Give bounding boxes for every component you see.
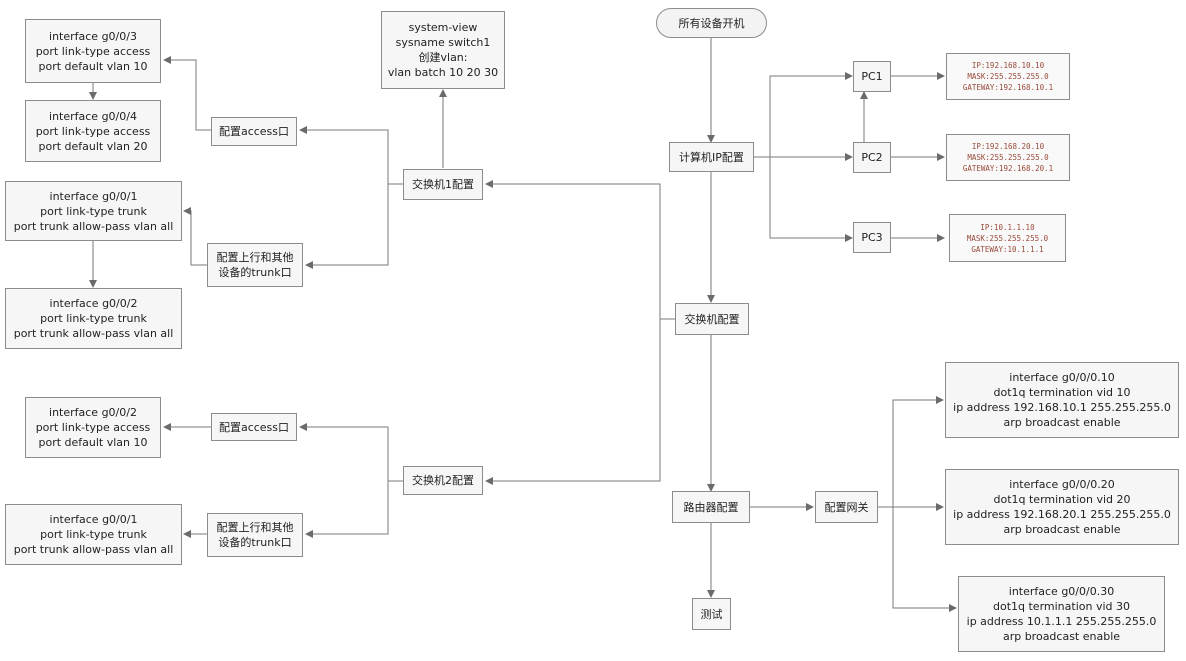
node-text-line: interface g0/0/0.30 [1008,585,1115,598]
switch1-interface-g0-0-2: interface g0/0/2 port link-type trunk port… [5,288,182,349]
node-text-line: interface g0/0/0.20 [1009,478,1115,491]
node-text-line: interface g0/0/0.10 [1009,371,1115,384]
node-text-line: port trunk allow-pass vlan all [13,327,174,340]
node-text-line: arp broadcast enable [1002,630,1121,643]
node-text-line: 交换机1配置 [412,178,474,191]
node-text-line: port link-type access [35,421,151,434]
node-text-line: port default vlan 10 [38,59,148,73]
node-text-line: MASK:255.255.255.0 [967,72,1049,81]
node-text-line: MASK:255.255.255.0 [967,153,1049,162]
gateway-config-node: 配置网关 [815,491,878,523]
switch1-config-node: 交换机1配置 [403,169,483,200]
node-text-line: 配置上行和其他 [216,251,294,264]
switch1-access-port-node: 配置access口 [211,117,297,146]
node-text-line: 测试 [700,607,723,621]
node-text-line: PC1 [861,70,883,83]
pc3-node: PC3 [853,222,891,253]
node-text-line: IP:192.168.20.10 [971,142,1045,151]
node-text-line: port link-type trunk [40,204,147,218]
node-text-line: port default vlan 20 [38,139,148,153]
node-text-line: ip address 192.168.20.1 255.255.255.0 [953,508,1171,521]
subinterface-10-config: interface g0/0/0.10 dot1q termination vid… [945,362,1179,438]
node-text-line: 配置access口 [218,420,290,434]
node-text-line: interface g0/0/1 [49,513,138,526]
node-text-line: port trunk allow-pass vlan all [13,543,174,556]
switch2-config-node: 交换机2配置 [403,466,483,495]
node-text-line: interface g0/0/4 [49,109,137,123]
node-text-line: sysname switch1 [395,36,491,49]
node-text-line: 交换机2配置 [412,474,474,487]
test-node: 测试 [692,598,731,630]
node-text-line: dot1q termination vid 30 [992,600,1130,613]
subinterface-20-config: interface g0/0/0.20 dot1q termination vid… [945,469,1179,545]
switch-config-node: 交换机配置 [675,303,749,335]
switch2-trunk-port-node: 配置上行和其他设备的trunk口 [207,513,303,557]
switch1-trunk-port-node: 配置上行和其他设备的trunk口 [207,243,303,287]
node-text-line: MASK:255.255.255.0 [966,233,1049,243]
node-text-line: interface g0/0/3 [49,29,137,43]
node-text-line: dot1q termination vid 10 [993,386,1131,399]
node-text-line: system-view [408,21,478,34]
node-text-line: 路由器配置 [683,500,739,514]
node-text-line: 配置access口 [218,125,290,138]
node-text-line: port link-type trunk [40,312,147,325]
start-node: 所有设备开机 [656,8,767,38]
node-text-line: 设备的trunk口 [218,266,292,279]
node-text-line: GATEWAY:192.168.20.1 [962,164,1054,173]
pc2-node: PC2 [853,142,891,173]
node-text-line: PC3 [861,231,883,244]
switch2-interface-g0-0-1: interface g0/0/1 port link-type trunk port… [5,504,182,565]
node-text-line: arp broadcast enable [1003,416,1121,429]
node-text-line: 交换机配置 [684,312,740,326]
node-text-line: GATEWAY:10.1.1.1 [971,244,1044,254]
switch2-interface-g0-0-2: interface g0/0/2 port link-type access por… [25,397,161,458]
node-text-line: 所有设备开机 [678,16,745,30]
node-text-line: GATEWAY:192.168.10.1 [962,83,1054,92]
node-text-line: 配置上行和其他 [216,521,294,534]
node-text-line: ip address 192.168.10.1 255.255.255.0 [953,401,1171,414]
node-text-line: interface g0/0/2 [49,297,138,310]
subinterface-30-config: interface g0/0/0.30 dot1q termination vid… [958,576,1165,652]
node-text-line: dot1q termination vid 20 [993,493,1131,506]
node-text-line: port trunk allow-pass vlan all [13,219,174,233]
node-text-line: 计算机IP配置 [679,150,744,164]
node-text-line: interface g0/0/1 [49,189,138,203]
node-text-line: 创建vlan: [418,51,468,64]
node-text-line: IP:10.1.1.10 [980,222,1035,232]
node-text-line: 配置网关 [824,500,869,514]
pc-ip-config-node: 计算机IP配置 [669,142,754,172]
node-text-line: port default vlan 10 [38,436,148,449]
switch2-access-port-node: 配置access口 [211,413,297,441]
router-config-node: 路由器配置 [672,491,750,523]
node-text-line: interface g0/0/2 [49,406,137,419]
node-text-line: 设备的trunk口 [218,536,292,549]
switch1-system-view-config: system-view sysname switch1 创建vlan: vlan ba… [381,11,505,89]
node-text-line: port link-type access [35,44,151,58]
pc1-node: PC1 [853,61,891,92]
node-text-line: arp broadcast enable [1003,523,1121,536]
node-text-line: port link-type trunk [40,528,147,541]
node-text-line: vlan batch 10 20 30 [387,66,499,79]
node-text-line: IP:192.168.10.10 [971,61,1045,70]
node-text-line: port link-type access [35,124,151,138]
node-text-line: ip address 10.1.1.1 255.255.255.0 [966,615,1157,628]
node-text-line: PC2 [861,151,883,164]
